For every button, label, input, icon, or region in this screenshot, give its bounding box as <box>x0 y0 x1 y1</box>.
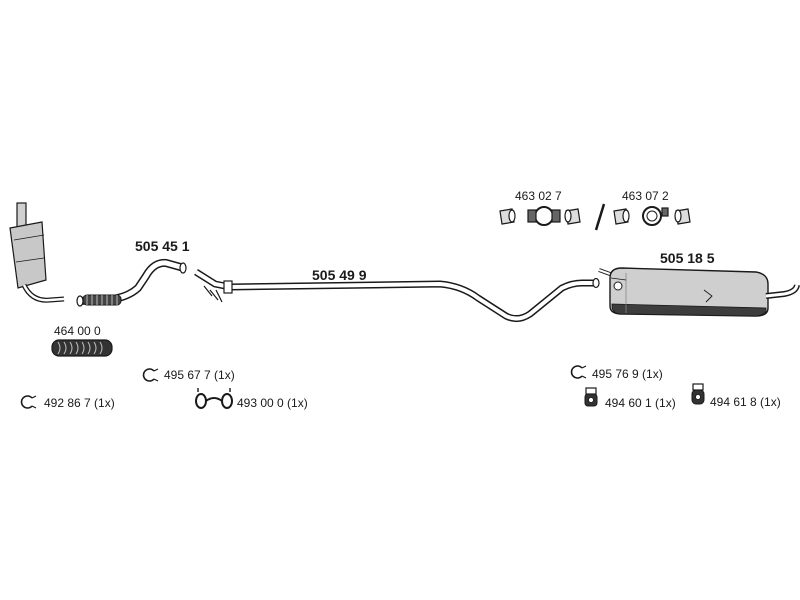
clamp-kit-right <box>613 206 691 226</box>
rubber-mount-icon-494601 <box>584 387 598 407</box>
clamp-kit-left <box>499 206 581 226</box>
rubber-mount-icon-494618 <box>691 383 705 405</box>
gasket-icon <box>195 388 233 409</box>
flex-hose <box>51 339 113 357</box>
catalytic-converter <box>9 202 65 303</box>
part-label-kit-right: 463 07 2 <box>622 189 669 203</box>
part-label-clamp-a: 492 86 7 (1x) <box>44 396 115 410</box>
clamp-icon-492867 <box>20 395 37 409</box>
front-pipe <box>76 258 187 307</box>
part-label-gasket: 493 00 0 (1x) <box>237 396 308 410</box>
clamp-icon-495769 <box>570 365 587 379</box>
part-label-middle-pipe: 505 49 9 <box>312 267 367 283</box>
part-label-front-pipe: 505 45 1 <box>135 238 190 254</box>
rear-silencer <box>598 267 800 317</box>
kit-separator-slash <box>594 203 606 231</box>
part-label-kit-left: 463 02 7 <box>515 189 562 203</box>
part-label-flex-hose: 464 00 0 <box>54 324 101 338</box>
part-label-clamp-b: 495 67 7 (1x) <box>164 368 235 382</box>
part-label-rubber-mount-a: 494 60 1 (1x) <box>605 396 676 410</box>
part-label-clamp-c: 495 76 9 (1x) <box>592 367 663 381</box>
part-label-rear-silencer: 505 18 5 <box>660 250 715 266</box>
clamp-icon-495677 <box>142 368 159 382</box>
middle-pipe <box>194 269 600 323</box>
part-label-rubber-mount-b: 494 61 8 (1x) <box>710 395 781 409</box>
